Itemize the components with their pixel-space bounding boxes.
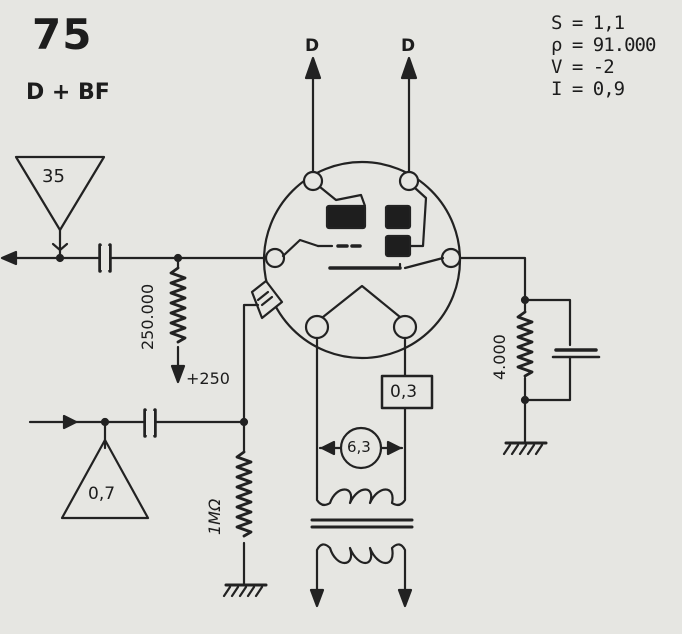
plate-resistor-label: 250.000: [138, 283, 157, 350]
spec-line-i: I = 0,9: [551, 78, 625, 100]
plate-lead-left: [304, 56, 322, 182]
plate-label-right: D: [401, 36, 416, 56]
tube-function: D + BF: [26, 80, 110, 105]
transformer-primary: [315, 486, 407, 507]
grid-resistor: [235, 450, 253, 538]
cathode-resistor: [516, 310, 534, 378]
input-triangle-07: [60, 438, 150, 520]
pin-bottom-right: [392, 314, 418, 340]
grid-resistor-label: 1MΩ: [205, 498, 224, 535]
input-triangle-35: [14, 155, 106, 232]
pin-right: [440, 247, 462, 269]
pin-top-right: [398, 170, 420, 192]
spec-line-s: S = 1,1: [551, 12, 625, 34]
filament-current-label: 0,3: [390, 382, 418, 402]
triode-plate: [384, 234, 412, 258]
plate-lead-right: [400, 56, 418, 182]
spec-line-v: V = -2: [551, 56, 615, 78]
transformer-secondary: [315, 543, 407, 602]
pin-top-left: [302, 170, 324, 192]
plate-supply-label: +250: [186, 369, 230, 388]
tube-envelope: [262, 160, 462, 360]
pin-bottom-left: [304, 314, 330, 340]
tube-number: 75: [32, 10, 93, 59]
heater-voltage-circle: [339, 426, 383, 470]
plate-resistor: [169, 266, 187, 344]
cathode-resistor-label: 4.000: [490, 334, 509, 380]
input-triangle-label: 35: [42, 166, 65, 187]
heater-voltage-label: 6,3: [347, 438, 371, 456]
pin-left: [264, 247, 286, 269]
filament-current-box: [380, 374, 434, 410]
second-triangle-label: 0,7: [88, 484, 116, 504]
diode-plate-b: [384, 204, 412, 230]
spec-line-rho: ρ = 91.000: [551, 34, 656, 56]
plate-label-left: D: [305, 36, 320, 56]
diode-plate-a: [325, 204, 367, 230]
